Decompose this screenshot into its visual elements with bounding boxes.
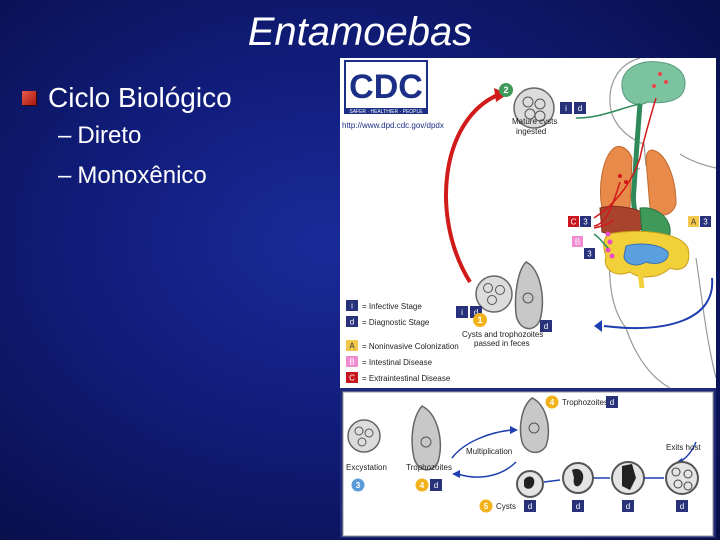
- bullet-list: Ciclo Biológico –Direto –Monoxênico: [22, 80, 232, 196]
- svg-text:B: B: [575, 238, 580, 247]
- encystation-sequence: [516, 461, 699, 498]
- svg-text:d: d: [474, 308, 478, 317]
- mature-cysts-label: Mature cysts: [512, 117, 557, 126]
- sub-bullet-dash: –: [58, 122, 72, 149]
- step-2-label: 2: [503, 85, 508, 95]
- stage-legend: i = Infective Stage d = Diagnostic Stage…: [346, 300, 459, 383]
- step-4-badge-right: [545, 395, 559, 409]
- svg-text:d: d: [544, 322, 548, 331]
- svg-text:i: i: [351, 302, 353, 311]
- step-5-badge: [479, 499, 493, 513]
- sub-bullet-item: –Monoxênico: [22, 156, 232, 196]
- excretion-arrow: [603, 277, 714, 329]
- svg-text:3: 3: [356, 481, 361, 490]
- sub-bullet-item: –Direto: [22, 116, 232, 156]
- legend-intestinal: = Intestinal Disease: [362, 358, 433, 367]
- cysts-trophozoites-label: Cysts and trophozoites: [462, 330, 543, 339]
- svg-text:d: d: [680, 502, 684, 511]
- svg-text:4: 4: [550, 398, 555, 407]
- bullet-item: Ciclo Biológico: [22, 80, 232, 116]
- cdc-logo: CDC SAFER · HEALTHIER · PEOPLE: [344, 60, 428, 115]
- excystation-label: Excystation: [346, 463, 387, 472]
- sub-bullet-text: Monoxênico: [77, 162, 207, 189]
- svg-text:d: d: [528, 502, 532, 511]
- legend-infective: = Infective Stage: [362, 302, 422, 311]
- step-2-badge: [499, 83, 513, 97]
- ingestion-route-lines: [575, 103, 641, 249]
- small-intestine: [623, 243, 669, 266]
- svg-text:C: C: [349, 374, 355, 383]
- step-4-badge-left: [415, 478, 429, 492]
- svg-text:3: 3: [587, 250, 592, 259]
- cdc-logo-text: CDC: [349, 68, 423, 106]
- step-1-badge: [473, 313, 487, 327]
- svg-text:4: 4: [420, 481, 425, 490]
- trophozoites-right-label: Trophozoites: [562, 398, 608, 407]
- svg-text:3: 3: [583, 218, 588, 227]
- life-cycle-figure: CDC SAFER · HEALTHIER · PEOPLE http://ww…: [340, 58, 716, 538]
- svg-text:i: i: [461, 308, 463, 317]
- step-3-badge: [351, 478, 365, 492]
- mature-cyst-icon: [513, 87, 555, 129]
- svg-text:d: d: [578, 104, 582, 113]
- transmission-arrow: [444, 92, 501, 284]
- trophozoite-right-icon: [519, 397, 550, 454]
- fecal-trophozoite-icon: [514, 261, 544, 330]
- svg-text:d: d: [626, 502, 630, 511]
- svg-text:B: B: [349, 358, 354, 367]
- cysts-trophozoites-label-2: passed in feces: [474, 339, 530, 348]
- svg-text:A: A: [349, 342, 355, 351]
- multiplication-arrow-up: [451, 429, 513, 459]
- bullet-text: Ciclo Biológico: [48, 82, 232, 113]
- svg-text:d: d: [350, 318, 354, 327]
- life-cycle-diagram: CDC SAFER · HEALTHIER · PEOPLE http://ww…: [340, 58, 716, 538]
- diagnostic-stage-marker: [574, 102, 586, 114]
- legend-noninvasive: = Noninvasive Colonization: [362, 342, 459, 351]
- legend-diagnostic: = Diagnostic Stage: [362, 318, 430, 327]
- exits-host-label: Exits host: [666, 443, 701, 452]
- trophozoite-left-icon: [411, 405, 441, 471]
- sub-bullet-text: Direto: [77, 122, 142, 149]
- slide-title: Entamoebas: [247, 10, 473, 54]
- svg-text:5: 5: [484, 502, 489, 511]
- trophozoites-left-label: Trophozoites: [406, 463, 452, 472]
- svg-text:d: d: [576, 502, 580, 511]
- letter-c-badge: [568, 216, 579, 227]
- multiplication-arrow-down: [457, 461, 517, 478]
- cdc-url: http://www.dpd.cdc.gov/dpdx: [342, 121, 444, 130]
- extraintestinal-spread-lines: [593, 97, 657, 229]
- svg-text:C: C: [571, 218, 577, 227]
- excystation-cyst-icon: [347, 419, 381, 453]
- lung-right: [645, 149, 677, 216]
- letter-b-badge: [572, 236, 583, 247]
- cysts-label: Cysts: [496, 502, 516, 511]
- svg-text:d: d: [610, 398, 614, 407]
- svg-text:d: d: [434, 481, 438, 490]
- cdc-logo-tagline: SAFER · HEALTHIER · PEOPLE: [349, 109, 423, 115]
- mature-cysts-label-2: ingested: [516, 127, 546, 136]
- multiplication-label: Multiplication: [466, 447, 512, 456]
- svg-text:i: i: [565, 104, 567, 113]
- bullet-square-icon: [22, 91, 36, 105]
- letter-a-badge: [688, 216, 699, 227]
- brain-organ: [621, 61, 686, 105]
- infective-stage-marker: [560, 102, 572, 114]
- sub-bullet-dash: –: [58, 162, 72, 189]
- svg-text:3: 3: [703, 218, 708, 227]
- svg-text:1: 1: [477, 315, 482, 325]
- svg-text:A: A: [691, 218, 697, 227]
- legend-extraintestinal: = Extraintestinal Disease: [362, 374, 451, 383]
